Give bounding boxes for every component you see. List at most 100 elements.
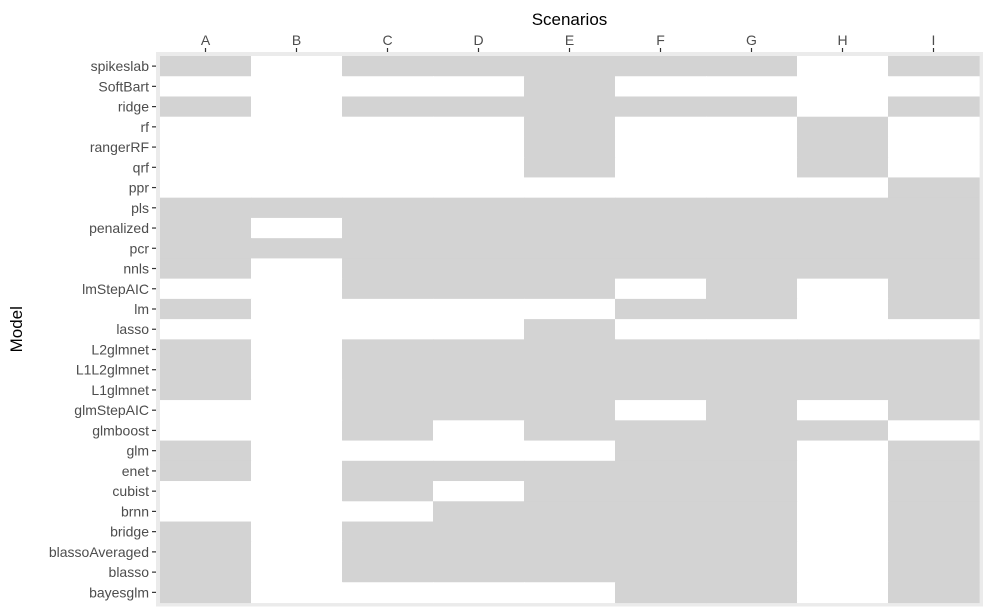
heatmap-cell xyxy=(524,400,616,421)
heatmap-cell xyxy=(615,521,707,543)
x-tick-label: D xyxy=(473,32,483,48)
heatmap-cell xyxy=(524,136,616,158)
heatmap-cell xyxy=(797,157,889,179)
heatmap-cell xyxy=(706,420,798,442)
heatmap-cell xyxy=(433,258,525,280)
heatmap-cell xyxy=(797,298,889,320)
heatmap-cell xyxy=(706,258,798,280)
heatmap-cell xyxy=(160,501,252,523)
heatmap-cell xyxy=(251,298,343,320)
heatmap-cell xyxy=(433,501,525,523)
heatmap-cell xyxy=(888,238,980,259)
heatmap-cell xyxy=(615,562,707,583)
heatmap-cell xyxy=(342,56,434,77)
y-tick-label: brnn xyxy=(121,503,149,519)
heatmap-cell xyxy=(706,96,798,118)
heatmap-cell xyxy=(342,339,434,361)
x-axis-title: Scenarios xyxy=(532,10,608,29)
heatmap-cell xyxy=(797,76,889,98)
heatmap-cell xyxy=(342,562,434,583)
heatmap-cell xyxy=(160,96,252,118)
heatmap-cell xyxy=(433,400,525,421)
heatmap-cell xyxy=(888,562,980,583)
heatmap-cell xyxy=(524,319,616,340)
heatmap-cell xyxy=(342,258,434,280)
heatmap-cell xyxy=(433,521,525,543)
heatmap-cell xyxy=(160,177,252,199)
y-tick-label: cubist xyxy=(112,483,149,499)
y-tick-label: ridge xyxy=(118,99,149,115)
heatmap-cell xyxy=(797,359,889,381)
heatmap-cell xyxy=(888,501,980,523)
heatmap-cell xyxy=(251,359,343,381)
heatmap-cell xyxy=(524,481,616,502)
heatmap-cell xyxy=(524,298,616,320)
heatmap-cell xyxy=(251,278,343,300)
heatmap-cell xyxy=(797,136,889,158)
heatmap-cell xyxy=(888,319,980,340)
y-axis-ticks: spikeslabSoftBartridgerfrangerRFqrfpprpl… xyxy=(49,58,156,600)
heatmap-cell xyxy=(433,278,525,300)
heatmap-cell xyxy=(433,56,525,77)
heatmap-cell xyxy=(433,76,525,98)
heatmap-cell xyxy=(160,258,252,280)
heatmap-cell xyxy=(342,238,434,259)
heatmap-cell xyxy=(160,359,252,381)
heatmap-cell xyxy=(888,157,980,179)
heatmap-cell xyxy=(342,177,434,199)
heatmap-cell xyxy=(433,96,525,118)
heatmap-cell xyxy=(615,501,707,523)
heatmap-cell xyxy=(251,319,343,340)
heatmap-cell xyxy=(615,56,707,77)
heatmap-cell xyxy=(615,217,707,239)
heatmap-cell xyxy=(160,76,252,98)
heatmap-cell xyxy=(524,460,616,482)
heatmap-cell xyxy=(160,56,252,77)
heatmap-cell xyxy=(160,238,252,259)
heatmap-cell xyxy=(160,339,252,361)
heatmap-cell xyxy=(615,460,707,482)
heatmap-cell xyxy=(433,481,525,502)
heatmap-cell xyxy=(160,562,252,583)
y-tick-label: glmStepAIC xyxy=(74,402,149,418)
heatmap-cell xyxy=(706,319,798,340)
y-tick-label: rangerRF xyxy=(90,139,149,155)
x-tick-label: B xyxy=(292,32,301,48)
heatmap-cell xyxy=(524,56,616,77)
heatmap-cell xyxy=(797,319,889,340)
heatmap-cell xyxy=(524,157,616,179)
y-axis-title: Model xyxy=(7,306,26,352)
heatmap-cell xyxy=(888,278,980,300)
heatmap-cell xyxy=(706,157,798,179)
y-tick-label: glm xyxy=(126,443,149,459)
heatmap-cell xyxy=(433,562,525,583)
heatmap-cell xyxy=(797,278,889,300)
heatmap-cell xyxy=(433,197,525,219)
cells-layer xyxy=(160,56,980,604)
y-tick-label: qrf xyxy=(133,159,149,175)
x-tick-label: A xyxy=(201,32,211,48)
heatmap-cell xyxy=(888,339,980,361)
heatmap-cell xyxy=(342,582,434,604)
heatmap-cell xyxy=(706,582,798,604)
heatmap-cell xyxy=(342,440,434,462)
heatmap-cell xyxy=(251,400,343,421)
heatmap-cell xyxy=(706,76,798,98)
heatmap-cell xyxy=(524,521,616,543)
heatmap-cell xyxy=(706,238,798,259)
heatmap-cell xyxy=(888,116,980,138)
heatmap-cell xyxy=(615,278,707,300)
heatmap-cell xyxy=(797,339,889,361)
x-tick-label: C xyxy=(382,32,392,48)
heatmap-cell xyxy=(251,177,343,199)
heatmap-cell xyxy=(251,217,343,239)
heatmap-cell xyxy=(342,379,434,401)
y-tick-label: spikeslab xyxy=(91,58,150,74)
heatmap-cell xyxy=(706,562,798,583)
heatmap-cell xyxy=(433,541,525,563)
heatmap-cell xyxy=(251,116,343,138)
heatmap-cell xyxy=(888,177,980,199)
heatmap-cell xyxy=(160,217,252,239)
heatmap-cell xyxy=(251,521,343,543)
